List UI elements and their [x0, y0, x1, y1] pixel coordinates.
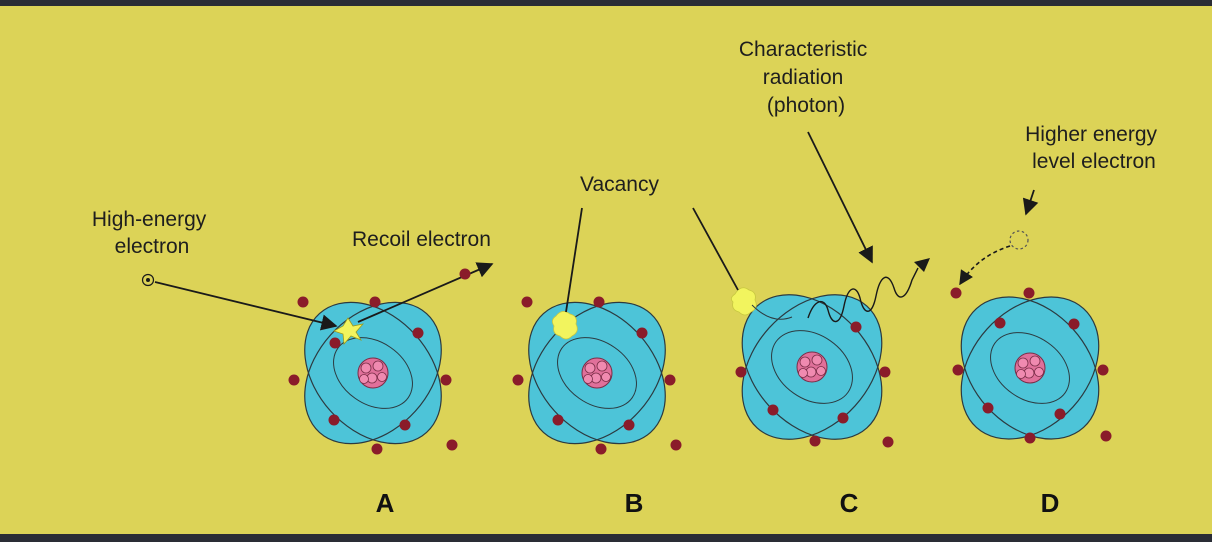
- electron: [512, 374, 524, 386]
- electron: [329, 337, 341, 349]
- departed-electron-outline: [1009, 230, 1029, 250]
- vacancy-pointer-c: [692, 207, 739, 291]
- electron-transition-path: [751, 304, 793, 320]
- recoil-electron-label: Recoil electron: [352, 228, 491, 251]
- atom-c-electrons: [735, 321, 894, 448]
- electron: [371, 443, 383, 455]
- electron: [1024, 432, 1036, 444]
- vacancy-spot: [552, 311, 578, 340]
- atom-d-nucleus: [1014, 352, 1046, 384]
- higher-energy-electron-label: Higher energy level electron: [1025, 123, 1163, 173]
- electron: [837, 412, 849, 424]
- electron: [593, 296, 605, 308]
- atom-b-electrons: [512, 296, 682, 455]
- atom-b-nucleus: [581, 357, 613, 389]
- photon-arrowhead: [914, 258, 930, 272]
- electron: [1100, 430, 1112, 442]
- electron: [623, 419, 635, 431]
- electron: [1054, 408, 1066, 420]
- electron: [879, 366, 891, 378]
- photon-wave: [807, 267, 919, 323]
- electron: [882, 436, 894, 448]
- electron: [446, 439, 458, 451]
- electron: [664, 374, 676, 386]
- atom-d: [950, 189, 1112, 444]
- electron: [369, 296, 381, 308]
- vacancy-spot-c: [731, 287, 757, 316]
- electron: [994, 317, 1006, 329]
- electron: [412, 327, 424, 339]
- electron: [1068, 318, 1080, 330]
- panel-label-b: B: [625, 488, 644, 518]
- electron: [850, 321, 862, 333]
- electron: [440, 374, 452, 386]
- incident-electron-arrow: [154, 281, 338, 331]
- panel-label-c: C: [840, 488, 859, 518]
- electron: [735, 366, 747, 378]
- atom-b: [512, 207, 682, 455]
- atom-d-electrons: [950, 287, 1112, 444]
- characteristic-radiation-label: Characteristic radiation (photon): [739, 38, 873, 117]
- electron: [399, 419, 411, 431]
- electron: [288, 374, 300, 386]
- electron: [328, 414, 340, 426]
- electron: [552, 414, 564, 426]
- atom-c: [692, 131, 930, 448]
- recoil-electron: [459, 268, 471, 280]
- electron: [670, 439, 682, 451]
- electron: [1023, 287, 1035, 299]
- atom-a-nucleus: [357, 357, 389, 389]
- panel-label-d: D: [1041, 488, 1060, 518]
- electron: [767, 404, 779, 416]
- atom-c-nucleus: [796, 351, 828, 383]
- electron: [297, 296, 309, 308]
- panel-label-a: A: [376, 488, 395, 518]
- atom-a-electrons: [288, 296, 458, 455]
- electron: [521, 296, 533, 308]
- higher-energy-pointer: [1022, 189, 1039, 216]
- electron: [595, 443, 607, 455]
- vacancy-pointer-b: [565, 207, 583, 313]
- electron-drop-path: [959, 245, 1011, 286]
- electron: [1097, 364, 1109, 376]
- electron: [809, 435, 821, 447]
- background: [0, 6, 1212, 534]
- electron: [982, 402, 994, 414]
- electron: [952, 364, 964, 376]
- atom-a: [141, 262, 494, 455]
- high-energy-electron-label: High-energy electron: [92, 208, 212, 258]
- characteristic-radiation-pointer: [807, 131, 873, 264]
- vacancy-label: Vacancy: [580, 173, 659, 196]
- electron: [950, 287, 962, 299]
- electron: [636, 327, 648, 339]
